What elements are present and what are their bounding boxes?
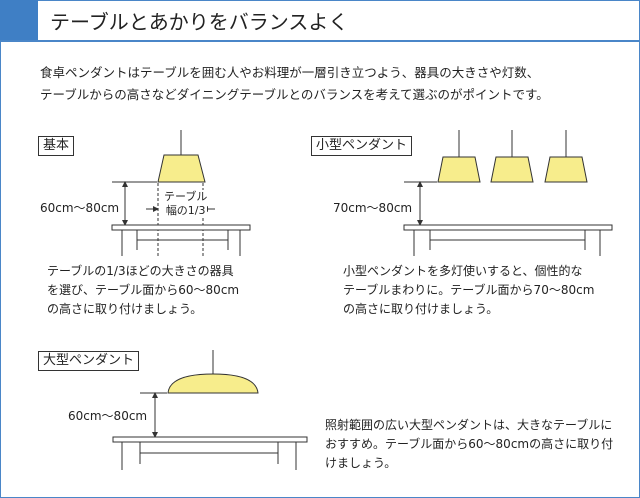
caption-line: おすすめ。テーブル面から60～80cmの高さに取り付 <box>325 437 614 451</box>
caption-small: 小型ペンダントを多灯使いすると、個性的な テーブルまわりに。テーブル面から70～… <box>343 262 594 319</box>
caption-line: テーブルの1/3ほどの大きさの器具 <box>47 264 234 278</box>
header-divider <box>0 40 640 42</box>
height-range-large: 60cm～80cm <box>68 409 148 423</box>
page-title: テーブルとあかりをバランスよく <box>50 10 349 34</box>
dome-shade-icon <box>167 373 259 394</box>
small-pendant-diagram <box>403 130 613 256</box>
table-top <box>112 436 308 443</box>
section-label-small: 小型ペンダント <box>311 136 413 156</box>
pendant-shade-icon <box>437 156 481 183</box>
caption-line: を選び、テーブル面から60～80cm <box>47 283 240 297</box>
caption-large: 照射範囲の広い大型ペンダントは、大きなテーブルに おすすめ。テーブル面から60～… <box>325 416 613 473</box>
caption-line: 照射範囲の広い大型ペンダントは、大きなテーブルに <box>325 418 613 432</box>
intro-line: 食卓ペンダントはテーブルを囲む人やお料理が一層引き立つよう、器具の大きさや灯数、 <box>40 65 540 80</box>
large-pendant-diagram <box>112 350 308 470</box>
caption-line: 小型ペンダントを多灯使いすると、個性的な <box>343 264 583 278</box>
intro-line: テーブルからの高さなどダイニングテーブルとのバランスを考えて選ぶのがポイントです… <box>40 87 549 102</box>
intro-text: 食卓ペンダントはテーブルを囲む人やお料理が一層引き立つよう、器具の大きさや灯数、… <box>40 62 549 106</box>
table-top <box>403 224 613 231</box>
header-accent-block <box>0 0 38 40</box>
caption-line: けましょう。 <box>325 456 397 470</box>
caption-basic: テーブルの1/3ほどの大きさの器具 を選び、テーブル面から60～80cm の高さ… <box>47 262 239 319</box>
width-note: テーブル 幅の1/3 <box>164 190 208 218</box>
caption-line: の高さに取り付けましょう。 <box>343 302 499 316</box>
table-top <box>111 224 251 231</box>
section-label-basic: 基本 <box>38 136 75 156</box>
caption-line: の高さに取り付けましょう。 <box>47 302 203 316</box>
width-note-line: テーブル <box>164 190 208 203</box>
section-label-large: 大型ペンダント <box>38 351 140 371</box>
pendant-shade-icon <box>544 156 588 183</box>
caption-line: テーブルまわりに。テーブル面から70～80cm <box>343 283 595 297</box>
height-range-small: 70cm～80cm <box>333 201 413 215</box>
pendant-shade-icon <box>490 156 534 183</box>
basic-pendant-diagram <box>111 130 251 256</box>
height-range-basic: 60cm～80cm <box>40 201 120 215</box>
pendant-shade-icon <box>157 154 206 183</box>
width-note-line: 幅の1/3 <box>165 204 206 217</box>
